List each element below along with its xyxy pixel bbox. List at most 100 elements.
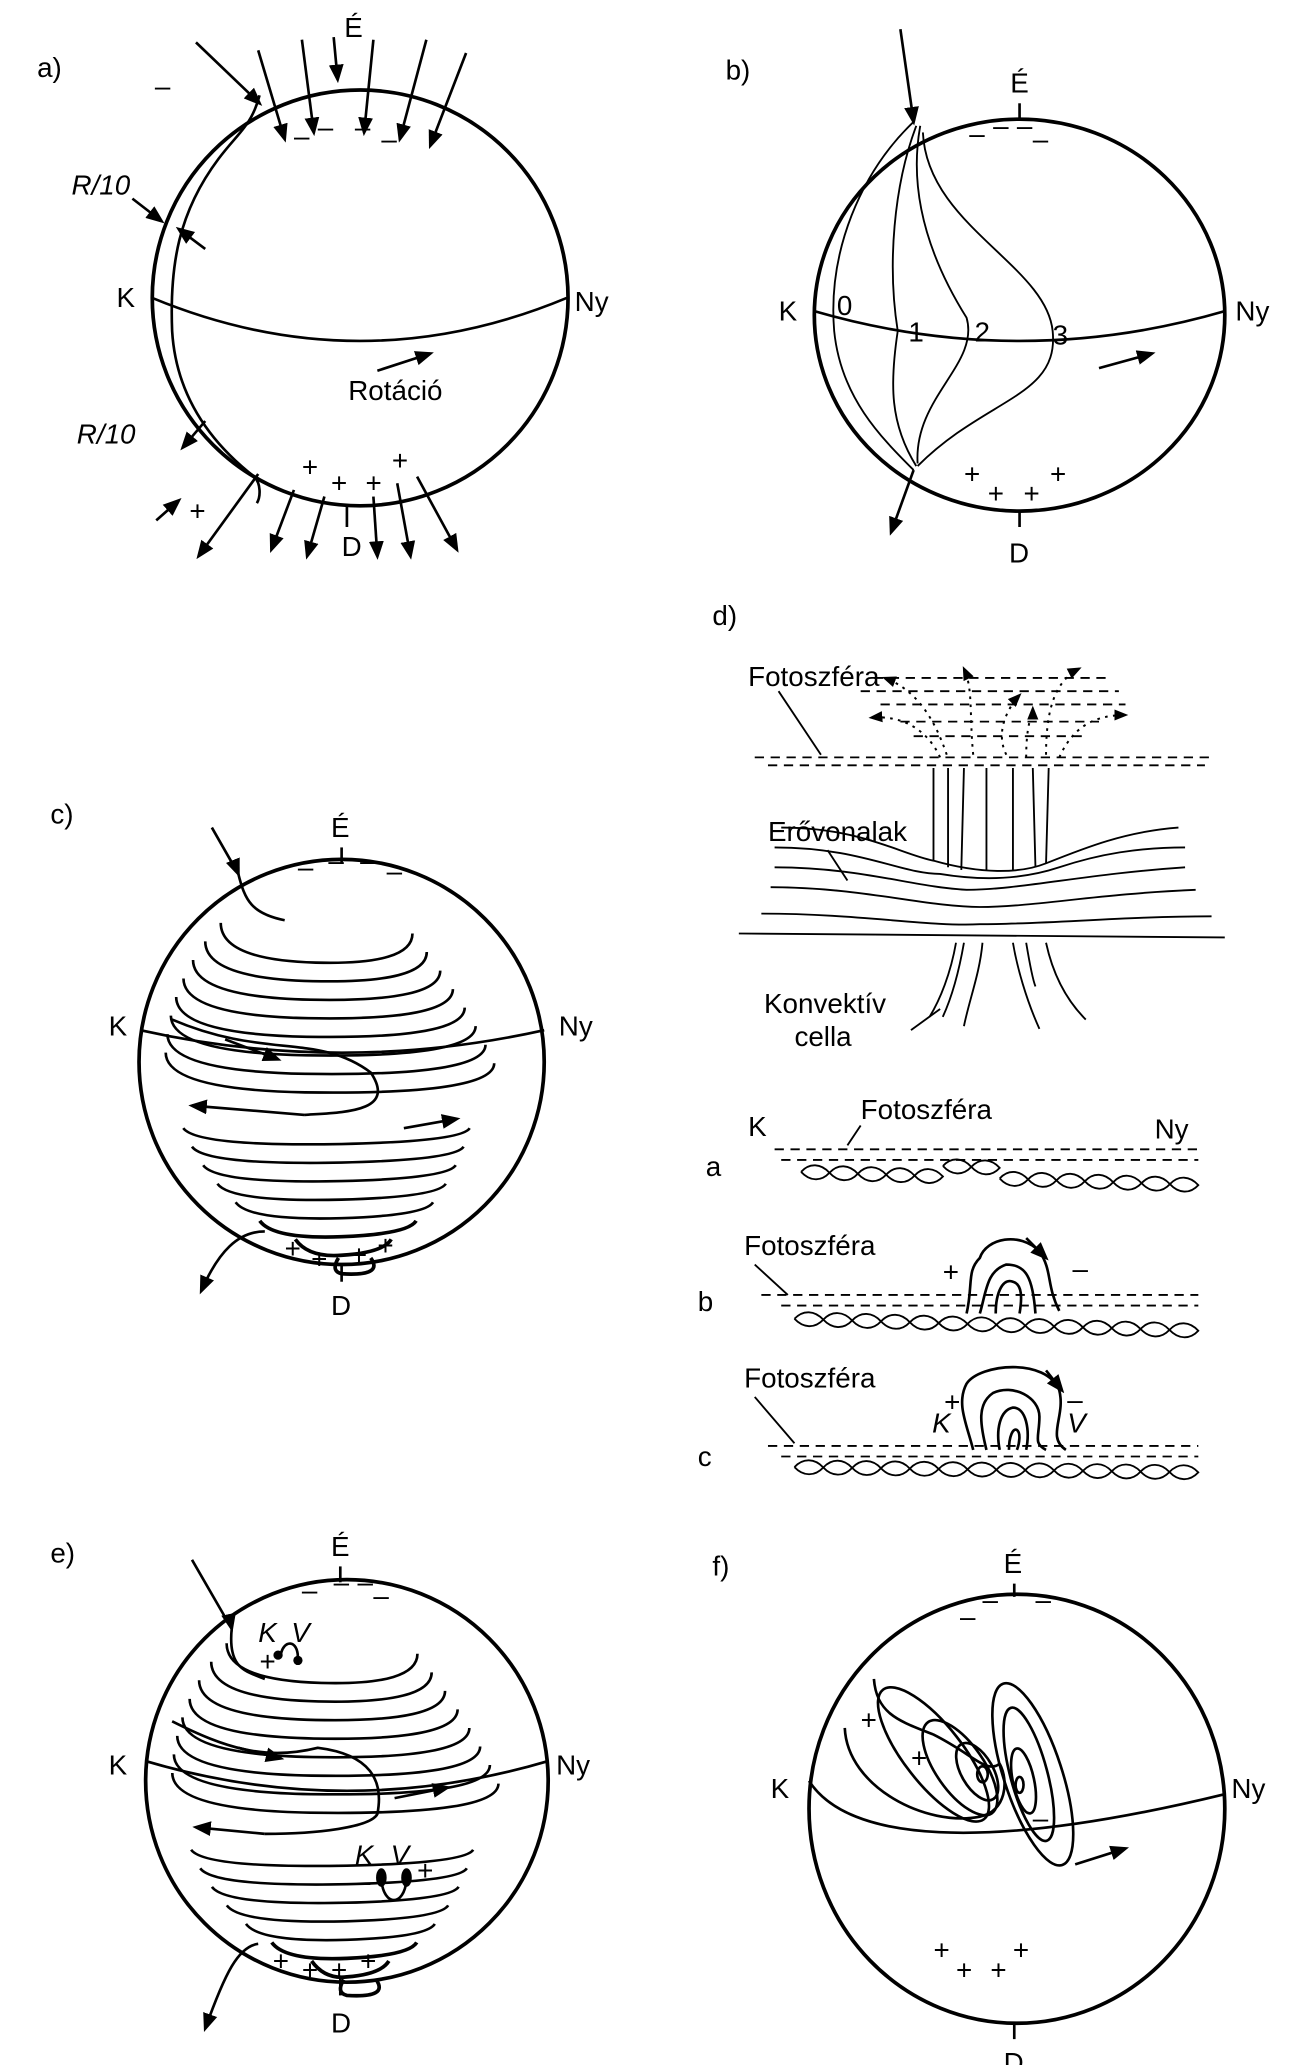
rope-strand (880, 1460, 912, 1477)
field-line-stage-3 (916, 132, 1054, 467)
rope-strand (1053, 1462, 1085, 1479)
minus-sign: – (355, 111, 371, 142)
south-label: D (1004, 2047, 1024, 2065)
plus-sign: + (377, 1230, 393, 1261)
panel-c: c) É D K Ny – – – – + + + + (50, 799, 593, 1321)
panel-a: a) É D K Ny R/10 R/10 Rotáció – – – – – … (37, 12, 609, 562)
plus-sign: + (273, 1945, 289, 1976)
field-line (169, 1015, 477, 1057)
rope-strand (800, 1164, 831, 1181)
emerging-loop (1007, 1428, 1021, 1451)
stage-label: 3 (1053, 319, 1068, 350)
vertical-field-lines (932, 767, 1050, 870)
south-label: D (1009, 538, 1029, 569)
contour (843, 1727, 1006, 1820)
emerging-loop (978, 1263, 1037, 1314)
field-line (164, 1052, 496, 1094)
plus-sign: + (1024, 478, 1040, 509)
rope-strand (1168, 1322, 1200, 1339)
east-label: K (748, 1111, 767, 1142)
field-line-arrow (395, 483, 416, 560)
rope-strand (1111, 1463, 1142, 1480)
emerging-field-arrow (962, 666, 975, 755)
west-label: Ny (1235, 295, 1269, 326)
field-line (738, 932, 1225, 939)
field-line (182, 1127, 471, 1146)
rope-strand (1084, 1173, 1115, 1190)
sun-sphere (807, 1592, 1227, 2026)
field-line-arrow (195, 41, 263, 106)
emerging-loop (1038, 1250, 1061, 1312)
leader-line (910, 1008, 941, 1031)
field-line (338, 1978, 382, 1998)
thickness-arrow (131, 197, 165, 224)
rope-strand (851, 1460, 883, 1476)
north-label: É (344, 12, 363, 43)
field-line (774, 846, 1186, 880)
rope-strand (793, 1311, 825, 1328)
sunspot-leading (376, 1868, 387, 1887)
sublabel: b (698, 1286, 713, 1317)
minus-sign: – (387, 856, 403, 887)
flux-rope (793, 1459, 1200, 1481)
rope-strand (1082, 1319, 1114, 1336)
rope-strand (822, 1459, 854, 1476)
plus-sign: + (365, 468, 381, 499)
field-line-arrow (368, 496, 384, 560)
field-line-arrow (188, 1099, 305, 1117)
plus-sign: + (302, 1955, 318, 1986)
minus-sign: – (360, 845, 376, 876)
field-line-stage-1 (891, 125, 918, 467)
rope-strand (1139, 1463, 1171, 1480)
rope-strand (913, 1168, 945, 1184)
convective-cell-lines (928, 942, 1087, 1030)
sun-sphere (150, 88, 570, 508)
panel-d-label: d) (712, 600, 737, 631)
emerging-loop (996, 1406, 1029, 1451)
south-label: D (331, 2007, 351, 2038)
field-line (225, 1643, 419, 1685)
plus-sign: + (990, 1955, 1006, 1986)
field-line-arrow (300, 39, 320, 137)
contour (1009, 1747, 1038, 1815)
rope-strand (942, 1158, 973, 1175)
photosphere-layer (761, 1294, 1199, 1307)
minus-sign: – (1033, 1802, 1049, 1833)
rope-strand (970, 1159, 1001, 1176)
rotation-arrow (403, 1114, 461, 1130)
spot-k-label: K (258, 1617, 278, 1648)
panel-e: e) É D K Ny K V + K V – + – – – – + + + … (50, 1531, 590, 2039)
field-line-arrow (899, 28, 919, 126)
rotation-arrow (394, 1783, 452, 1800)
plus-sign: + (260, 1646, 276, 1677)
subpanel-c: Fotoszféra c K + V – (698, 1363, 1200, 1481)
field-line (774, 866, 1186, 891)
plus-sign: + (1013, 1935, 1029, 1966)
emerging-field-arrow (1025, 705, 1039, 758)
stage-label: 2 (975, 317, 990, 348)
sun-sphere (143, 1577, 551, 1985)
photosphere-label: Fotoszféra (861, 1094, 993, 1125)
rope-strand (909, 1460, 940, 1477)
rope-strand (999, 1171, 1030, 1187)
field-line (310, 1959, 391, 1980)
minus-sign: – (1017, 110, 1033, 141)
field-line (181, 1717, 471, 1759)
rope-strand (822, 1312, 854, 1328)
minus-sign: – (334, 1567, 350, 1598)
panel-a-label: a) (37, 52, 62, 83)
minus-sign: – (373, 1580, 389, 1611)
field-line-arrow (256, 49, 288, 143)
minus-sign: – (1033, 123, 1049, 154)
rope-strand (1082, 1463, 1114, 1479)
field-line-loop (171, 1018, 380, 1117)
rope-strand (1112, 1174, 1143, 1191)
minus-sign: – (960, 1601, 976, 1632)
west-label: Ny (575, 286, 609, 317)
east-label: K (771, 1773, 790, 1804)
photosphere-layer (767, 1444, 1199, 1458)
field-line (244, 1923, 436, 1942)
convective-cell-label-1: Konvektív (764, 988, 886, 1019)
plus-sign: + (189, 495, 205, 526)
leader-line (777, 690, 822, 756)
